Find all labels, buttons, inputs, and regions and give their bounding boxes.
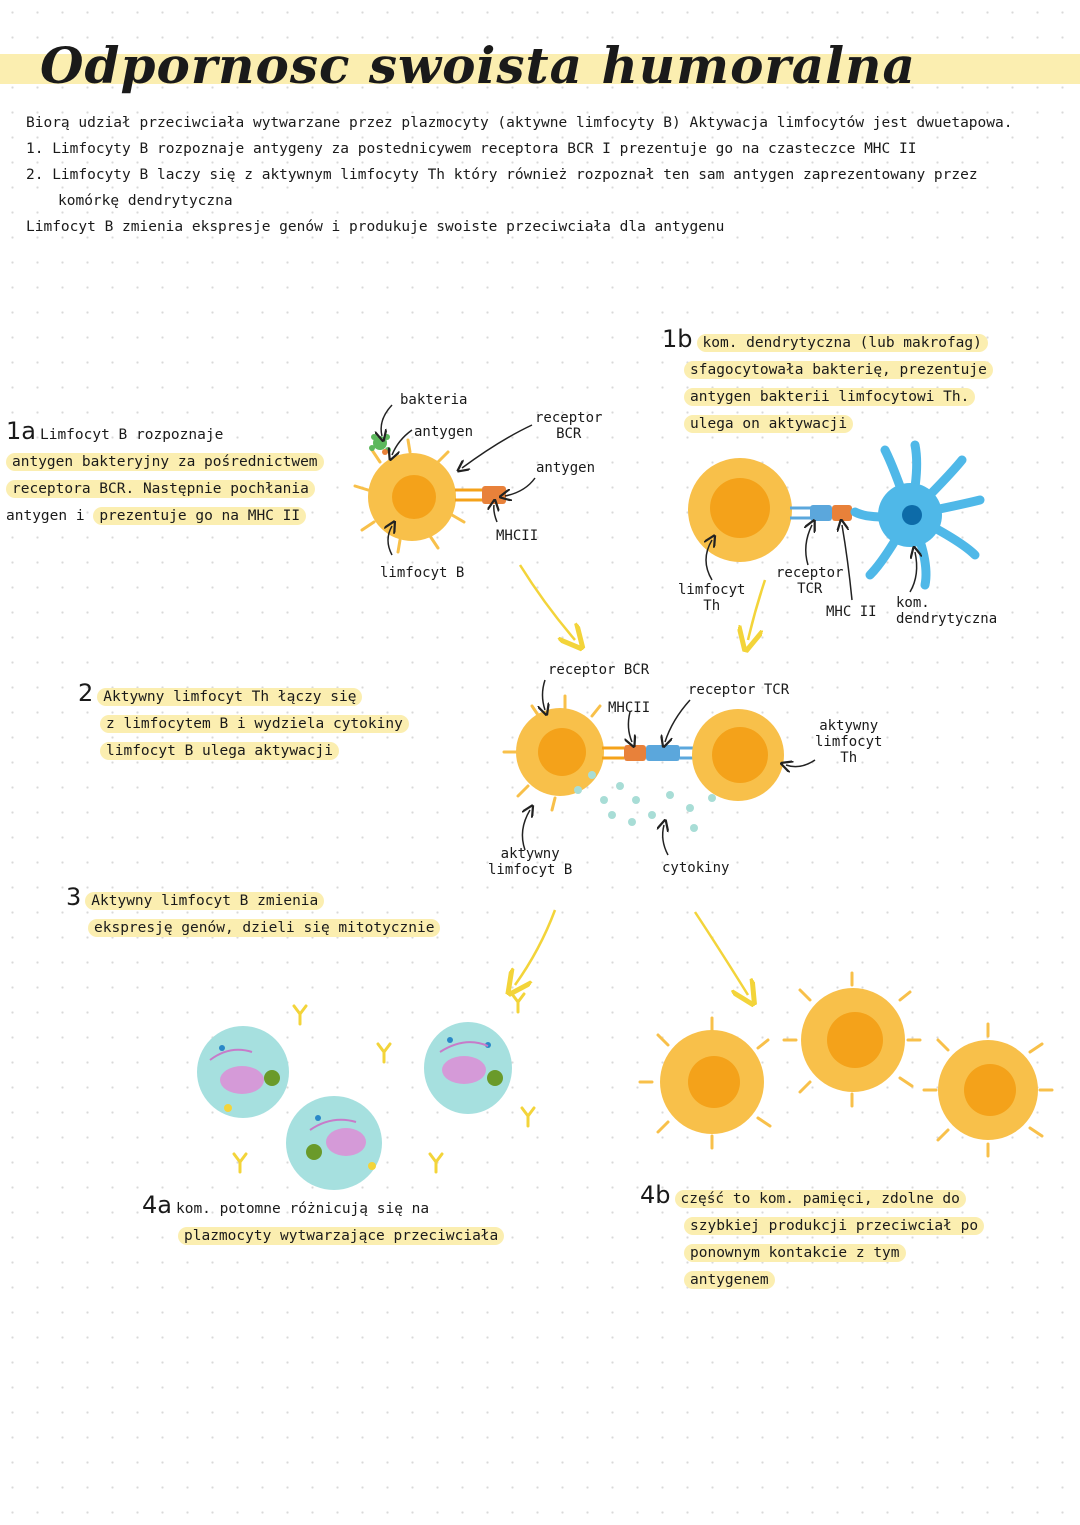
arrow-1b-to-2 (748, 579, 767, 640)
label-cytokiny: cytokiny (662, 860, 730, 876)
label-receptor-tcr-2: receptor TCR (688, 682, 790, 698)
cytokines (574, 771, 716, 832)
label-antygen-1a-second: antygen (536, 460, 596, 476)
intro-item-1-text: Limfocyty B rozpoznaje antygeny za poste… (52, 141, 917, 157)
label-kom-dendrytyczna: kom.dendrytyczna (896, 595, 997, 627)
plasma-cell-2 (424, 1022, 512, 1114)
step-1b-number: 1b (662, 325, 693, 353)
memory-cell-3 (922, 1022, 1054, 1158)
step-1a-line4a: antygen i (6, 508, 85, 524)
step-2-number: 2 (78, 679, 94, 707)
label-bakteria: bakteria (400, 392, 468, 408)
label-aktywny-limfocyt-b-line1: aktywny (500, 846, 560, 862)
step-4b-line4: antygenem (684, 1271, 775, 1289)
label-aktywny-limfocyt-th-line1: aktywny (819, 718, 879, 734)
label-receptor-bcr-1a-line2: BCR (556, 426, 582, 442)
label-aktywny-limfocyt-th-line3: Th (840, 750, 858, 766)
label-kom-dendrytyczna-line2: dendrytyczna (896, 611, 998, 627)
plasma-cell-1 (197, 1026, 289, 1118)
step-3-number: 3 (66, 883, 82, 911)
intro-item-2-text: Limfocyty B laczy się z aktywnym limfocy… (52, 167, 978, 183)
label-limfocyt-b: limfocyt B (380, 565, 465, 581)
label-aktywny-limfocyt-th-line2: limfocyt (815, 734, 883, 750)
label-mhc2-2: MHCII (608, 700, 651, 716)
label-aktywny-limfocyt-b-line2: limfocyt B (488, 862, 573, 878)
label-receptor-bcr-1a-line1: receptor (535, 410, 603, 426)
page-title: Odpornosc swoista humoralna (40, 36, 916, 95)
step-2-line1: Aktywny limfocyt Th łączy się (97, 688, 363, 706)
plasma-cell-3 (286, 1096, 382, 1190)
label-mhc2-1b: MHC II (826, 604, 877, 620)
label-kom-dendrytyczna-line1: kom. (896, 595, 930, 611)
intro-item-2: 2. Limfocyty B laczy się z aktywnym limf… (26, 162, 1046, 188)
tcr-mhc-complex-1b (790, 505, 852, 521)
bcr-receptor-1a (455, 486, 506, 504)
arrow-2-to-4a (515, 909, 557, 985)
th-cell-1b (688, 458, 792, 562)
label-antygen-1a: antygen (414, 424, 474, 440)
step-4a-line1: kom. potomne różnicują się na (175, 1201, 430, 1217)
step-1a-line4b: prezentuje go na MHC II (93, 507, 307, 525)
dendritic-cell (850, 440, 985, 590)
step-4b-number: 4b (640, 1181, 671, 1209)
step-4a-line2: plazmocyty wytwarzające przeciwciała (178, 1227, 505, 1245)
intro-line-4: Limfocyt B zmienia ekspresje genów i pro… (26, 219, 725, 235)
intro-item-1-number: 1. (26, 141, 44, 157)
label-receptor-tcr-1b-line1: receptor (776, 565, 844, 581)
active-th-cell-2 (692, 709, 784, 801)
step-4b-line3: ponownym kontakcie z tym (684, 1244, 906, 1262)
arrow-2-to-4b (693, 911, 748, 995)
label-pointers-1b (706, 525, 917, 601)
title-highlight (0, 54, 1080, 84)
step-1b-line4: ulega on aktywacji (684, 415, 854, 433)
label-limfocyt-th-line1: limfocyt (678, 582, 746, 598)
intro-text: Biorą udział przeciwciała wytwarzane prz… (26, 110, 1046, 240)
label-pointers-1a (381, 404, 536, 556)
label-receptor-bcr-2: receptor BCR (548, 662, 650, 678)
intro-line-1: Biorą udział przeciwciała wytwarzane prz… (26, 115, 1013, 131)
tcr-bcr-complex-2 (602, 745, 700, 761)
antibodies (232, 992, 536, 1174)
step-1a-line3: receptora BCR. Następnie pochłania (6, 480, 315, 498)
step-4b-line1: część to kom. pamięci, zdolne do (674, 1190, 966, 1208)
label-limfocyt-th-line2: Th (703, 598, 721, 614)
step-2-line3: limfocyt B ulega aktywacji (100, 742, 339, 760)
step-4b-line2: szybkiej produkcji przeciwciał po (684, 1217, 985, 1235)
memory-cell-2 (782, 971, 922, 1108)
step-1a-line2: antygen bakteryjny za pośrednictwem (6, 453, 324, 471)
step-1b-line3: antygen bakterii limfocytowi Th. (684, 388, 976, 406)
step-1b-line1: kom. dendrytyczna (lub makrofag) (696, 334, 988, 352)
label-receptor-tcr-1b-line2: TCR (797, 581, 823, 597)
intro-item-2-cont: komórkę dendrytyczna (58, 193, 233, 209)
intro-item-1: 1. Limfocyty B rozpoznaje antygeny za po… (26, 136, 1046, 162)
step-2-line2: z limfocytem B i wydziela cytokiny (100, 715, 409, 733)
step-1a-number: 1a (6, 417, 36, 445)
b-cell-1a (353, 438, 466, 554)
step-1a-line1: Limfocyt B rozpoznaje (39, 427, 224, 443)
label-pointers-2 (521, 679, 816, 856)
intro-item-2-number: 2. (26, 167, 44, 183)
step-3-line2: ekspresję genów, dzieli się mitotycznie (88, 919, 441, 937)
step-1b-line2: sfagocytowała bakterię, prezentuje (684, 361, 993, 379)
step-4a-number: 4a (142, 1191, 172, 1219)
arrow-1a-to-2 (518, 564, 575, 640)
step-3-line1: Aktywny limfocyt B zmienia (85, 892, 325, 910)
memory-cell-1 (638, 1016, 772, 1150)
label-mhc2-1a: MHCII (496, 528, 539, 544)
active-b-cell-2 (502, 694, 604, 812)
